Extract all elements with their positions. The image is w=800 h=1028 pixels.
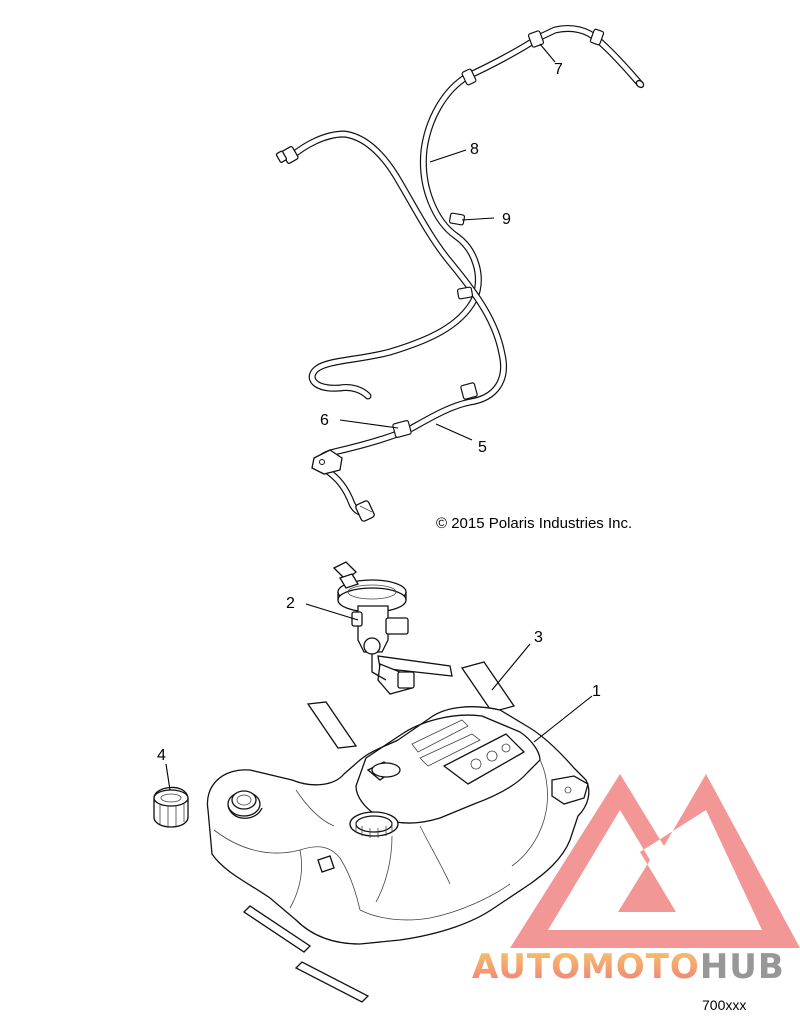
- callout-8: 8: [429, 141, 479, 163]
- callout-1: 1: [533, 683, 601, 743]
- svg-text:6: 6: [320, 412, 329, 429]
- callout-6: 6: [320, 412, 399, 429]
- fuel-pump-module: [332, 561, 453, 695]
- svg-text:2: 2: [286, 595, 295, 612]
- hose-bracket: [311, 449, 343, 475]
- clamp-7: [461, 28, 605, 86]
- foam-strips: [242, 905, 370, 1003]
- hose-end-connector: [275, 146, 299, 164]
- svg-text:8: 8: [470, 141, 479, 158]
- vent-hose-assembly: [275, 24, 645, 522]
- svg-text:5: 5: [478, 439, 487, 456]
- svg-text:1: 1: [592, 683, 601, 700]
- watermark-brand: AUTOMOTOHUB: [472, 947, 785, 987]
- callout-9: 9: [461, 211, 511, 228]
- callout-2: 2: [286, 595, 359, 621]
- callout-3: 3: [491, 629, 543, 691]
- clamp-6: [392, 382, 478, 438]
- fuel-tank-1: [206, 706, 590, 945]
- foam-pad-3: [306, 661, 516, 749]
- svg-text:4: 4: [157, 747, 166, 764]
- fuel-cap-4: [153, 786, 189, 828]
- hose-elbow-fitting: [355, 500, 375, 522]
- svg-text:3: 3: [534, 629, 543, 646]
- clamp-9: [448, 212, 474, 300]
- callout-5: 5: [435, 423, 487, 456]
- svg-text:9: 9: [502, 211, 511, 228]
- svg-text:7: 7: [554, 61, 563, 78]
- watermark-triangle-logo: [510, 774, 800, 948]
- callout-7: 7: [539, 43, 563, 78]
- automotohub-watermark: AUTOMOTOHUB: [472, 774, 800, 987]
- copyright-notice: © 2015 Polaris Industries Inc.: [436, 515, 632, 532]
- figure-id: 700xxx: [702, 997, 746, 1013]
- vent-hose-8: [308, 24, 644, 400]
- callout-4: 4: [157, 747, 171, 791]
